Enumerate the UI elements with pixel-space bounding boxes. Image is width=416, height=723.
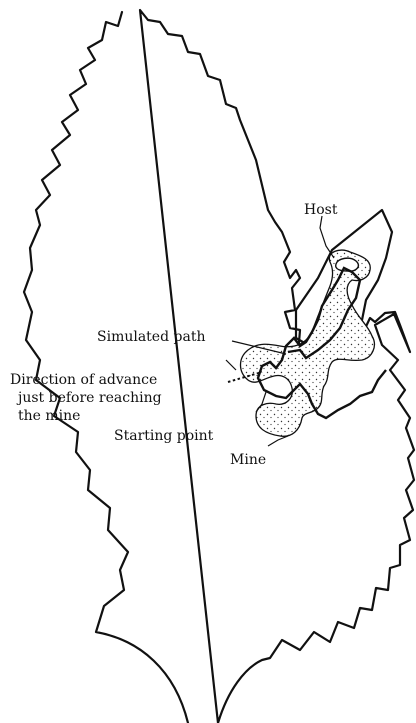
host-label: Host [304,202,338,218]
leaf-outline [24,10,414,723]
starting-point-label: Starting point [114,428,214,444]
mine-leader [268,436,288,446]
mine-label: Mine [230,452,266,468]
direction-leader [226,360,236,370]
simulated-path-label: Simulated path [97,329,205,345]
direction-label-line-3: the mine [18,408,80,424]
mine-area [241,250,375,436]
direction-label-line-2: just before reaching [16,390,162,406]
direction-label-line-1: Direction of advance [10,372,157,388]
